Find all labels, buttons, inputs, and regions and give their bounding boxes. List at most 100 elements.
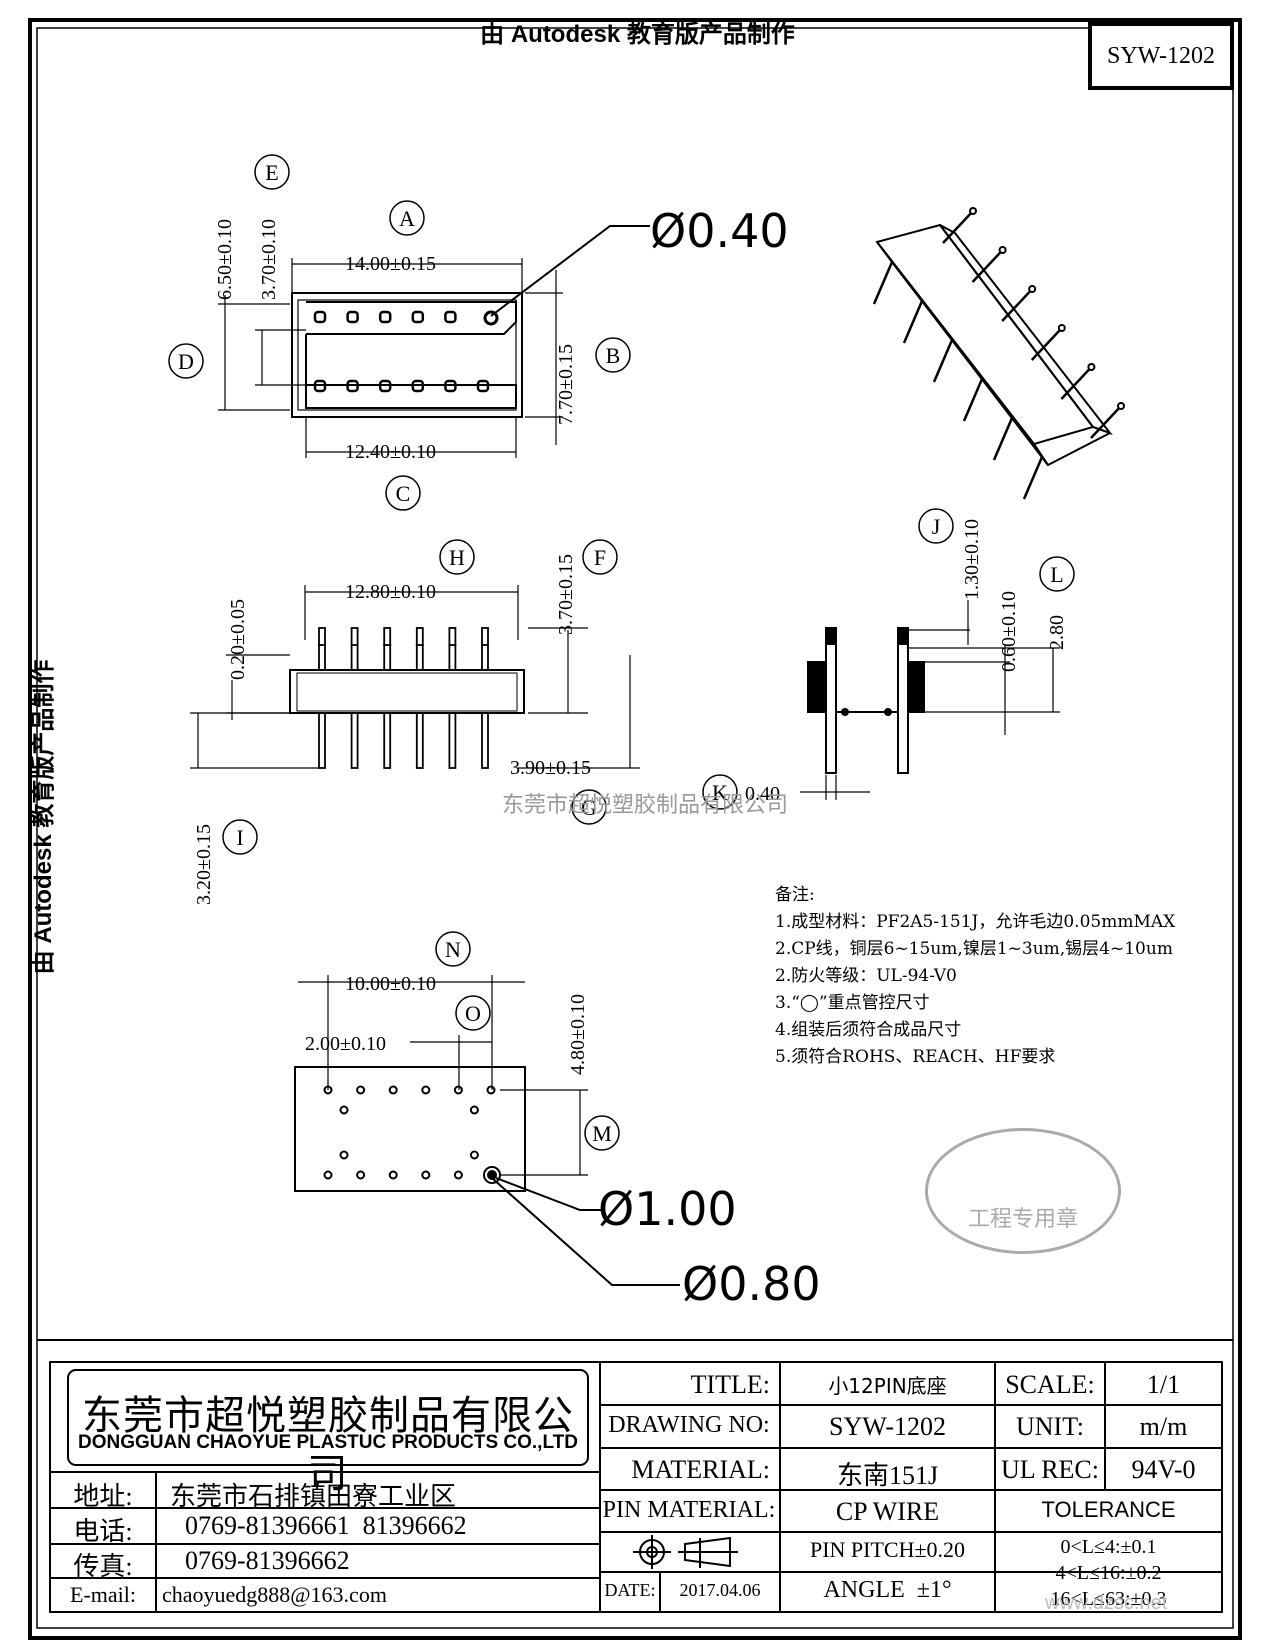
pin-lower (448, 712, 457, 769)
pin-top (346, 310, 359, 324)
address-value: 东莞市石排镇田寮工业区 (170, 1482, 457, 1511)
hole-upper (421, 1085, 431, 1095)
dim-m: 4.80±0.10 (567, 994, 589, 1075)
front-view-dims (190, 585, 640, 769)
front-view (289, 627, 525, 769)
iso-pin-down (932, 339, 954, 383)
top-view (291, 292, 523, 418)
ul-value: 94V-0 (1131, 1455, 1196, 1484)
hole-upper (486, 1085, 496, 1095)
callout-k-label: K (712, 780, 728, 805)
hole-lower (323, 1170, 333, 1180)
callout-e-circle (254, 154, 290, 190)
note-line: 3.“◯”重点管控尺寸 (775, 993, 930, 1013)
date-label: DATE: (604, 1580, 656, 1600)
callout-l-label: L (1050, 562, 1063, 587)
iso-pin-end (1028, 285, 1037, 293)
dim-d: 6.50±0.10 (214, 219, 236, 300)
dim-b: 7.70±0.15 (555, 344, 577, 425)
company-name-cn: 东莞市超悦塑胶制品有限公司 (82, 1393, 574, 1496)
pin-top (313, 379, 327, 393)
pin-material-value: CP WIRE (835, 1497, 940, 1526)
tolerance-label: TOLERANCE (1041, 1497, 1176, 1522)
callout-f-label: F (594, 545, 606, 570)
dim-o: 2.00±0.10 (305, 1033, 386, 1055)
callout-j-circle (918, 508, 954, 544)
tolerance-row-2: 4<L≤16:±0.2 (1055, 1562, 1162, 1584)
dim-g: 3.90±0.15 (510, 757, 591, 779)
dim-diameter-100: Ø1.00 (598, 1182, 737, 1236)
callout-i-circle (222, 819, 258, 855)
fax-label: 传真: (73, 1552, 133, 1581)
dim-c: 12.40±0.10 (345, 441, 436, 463)
hole-lower (388, 1170, 398, 1180)
phone-label: 电话: (73, 1517, 133, 1546)
iso-pin-end (969, 207, 977, 215)
dim-diameter-080: Ø0.80 (682, 1257, 821, 1311)
title-value: 小12PIN底座 (828, 1374, 947, 1398)
fax-value: 0769-81396662 (185, 1546, 350, 1575)
dim-e: 3.70±0.10 (258, 219, 280, 300)
iso-pin-down (992, 417, 1014, 461)
dim-n: 10.00±0.10 (345, 973, 436, 995)
scale-label: SCALE: (1005, 1370, 1095, 1399)
callout-j-label: J (932, 514, 941, 539)
pin-pitch: PIN PITCH±0.20 (809, 1537, 966, 1562)
iso-pin-up (1030, 327, 1063, 361)
hole-lower (356, 1170, 366, 1180)
pin-material-label: PIN MATERIAL: (602, 1497, 776, 1523)
hole-inner (469, 1105, 479, 1115)
dim-l: 2.80 (1046, 615, 1068, 650)
date-value: 2017.04.06 (679, 1580, 761, 1600)
tolerance-row-3: 16<L≤63:±0.3 (1050, 1588, 1167, 1610)
engineering-stamp: 工程专用章 (925, 1128, 1121, 1254)
callout-g-label: G (581, 795, 597, 820)
pin-lower (318, 712, 326, 769)
pin-top (411, 379, 425, 393)
notes-title: 备注: (775, 885, 815, 905)
callout-h-label: H (449, 545, 465, 570)
callout-b-circle (595, 337, 631, 373)
frame-inner (36, 27, 1234, 1629)
dim-h: 12.80±0.10 (345, 581, 436, 603)
pin-upper (318, 627, 326, 671)
note-line: 4.组装后须符合成品尺寸 (775, 1020, 962, 1040)
pin-top (444, 310, 457, 324)
email-label: E-mail: (70, 1582, 136, 1607)
dim-diameter-040: Ø0.40 (650, 204, 789, 258)
callout-n-label: N (445, 937, 461, 962)
site-watermark: www.dzsc.net (1045, 1592, 1168, 1614)
callout-h-circle (439, 539, 475, 575)
unit-label: UNIT: (1015, 1412, 1085, 1441)
hole-upper (388, 1085, 398, 1095)
email-value: chaoyuedg888@163.com (162, 1582, 387, 1607)
company-name-en: DONGGUAN CHAOYUE PLASTUC PRODUCTS CO.,LT… (78, 1432, 578, 1453)
scale-value: 1/1 (1146, 1370, 1181, 1399)
top-view-dims (218, 225, 650, 458)
pin-lower (415, 712, 424, 769)
iso-pin-up (1090, 405, 1122, 439)
pin-upper (383, 627, 392, 671)
callout-l-circle (1039, 556, 1075, 592)
iso-pin-up (1001, 288, 1034, 322)
iso-pin-down (872, 261, 894, 305)
title-block-lines (49, 1361, 1223, 1613)
pin-top (378, 379, 392, 393)
pin-upper (350, 627, 359, 671)
title-label: TITLE: (690, 1370, 770, 1399)
iso-pin-up (1060, 366, 1093, 400)
pin-upper (448, 627, 457, 671)
side-view-dims (800, 600, 1060, 800)
pin-lower (481, 712, 489, 769)
drawing-no-value: SYW-1202 (829, 1412, 946, 1441)
unit-value: m/m (1139, 1412, 1188, 1441)
dim-k: 0.40 (745, 783, 780, 805)
phone-value: 0769-81396661 81396662 (185, 1511, 467, 1540)
callout-d-circle (168, 343, 204, 379)
note-line: 5.须符合ROHS、REACH、HF要求 (775, 1047, 1056, 1067)
pin-top (346, 379, 359, 393)
address-label: 地址: (73, 1482, 133, 1511)
callout-m-label: M (592, 1121, 612, 1146)
ul-label: UL REC: (1001, 1455, 1099, 1484)
callout-k-circle (702, 774, 738, 810)
